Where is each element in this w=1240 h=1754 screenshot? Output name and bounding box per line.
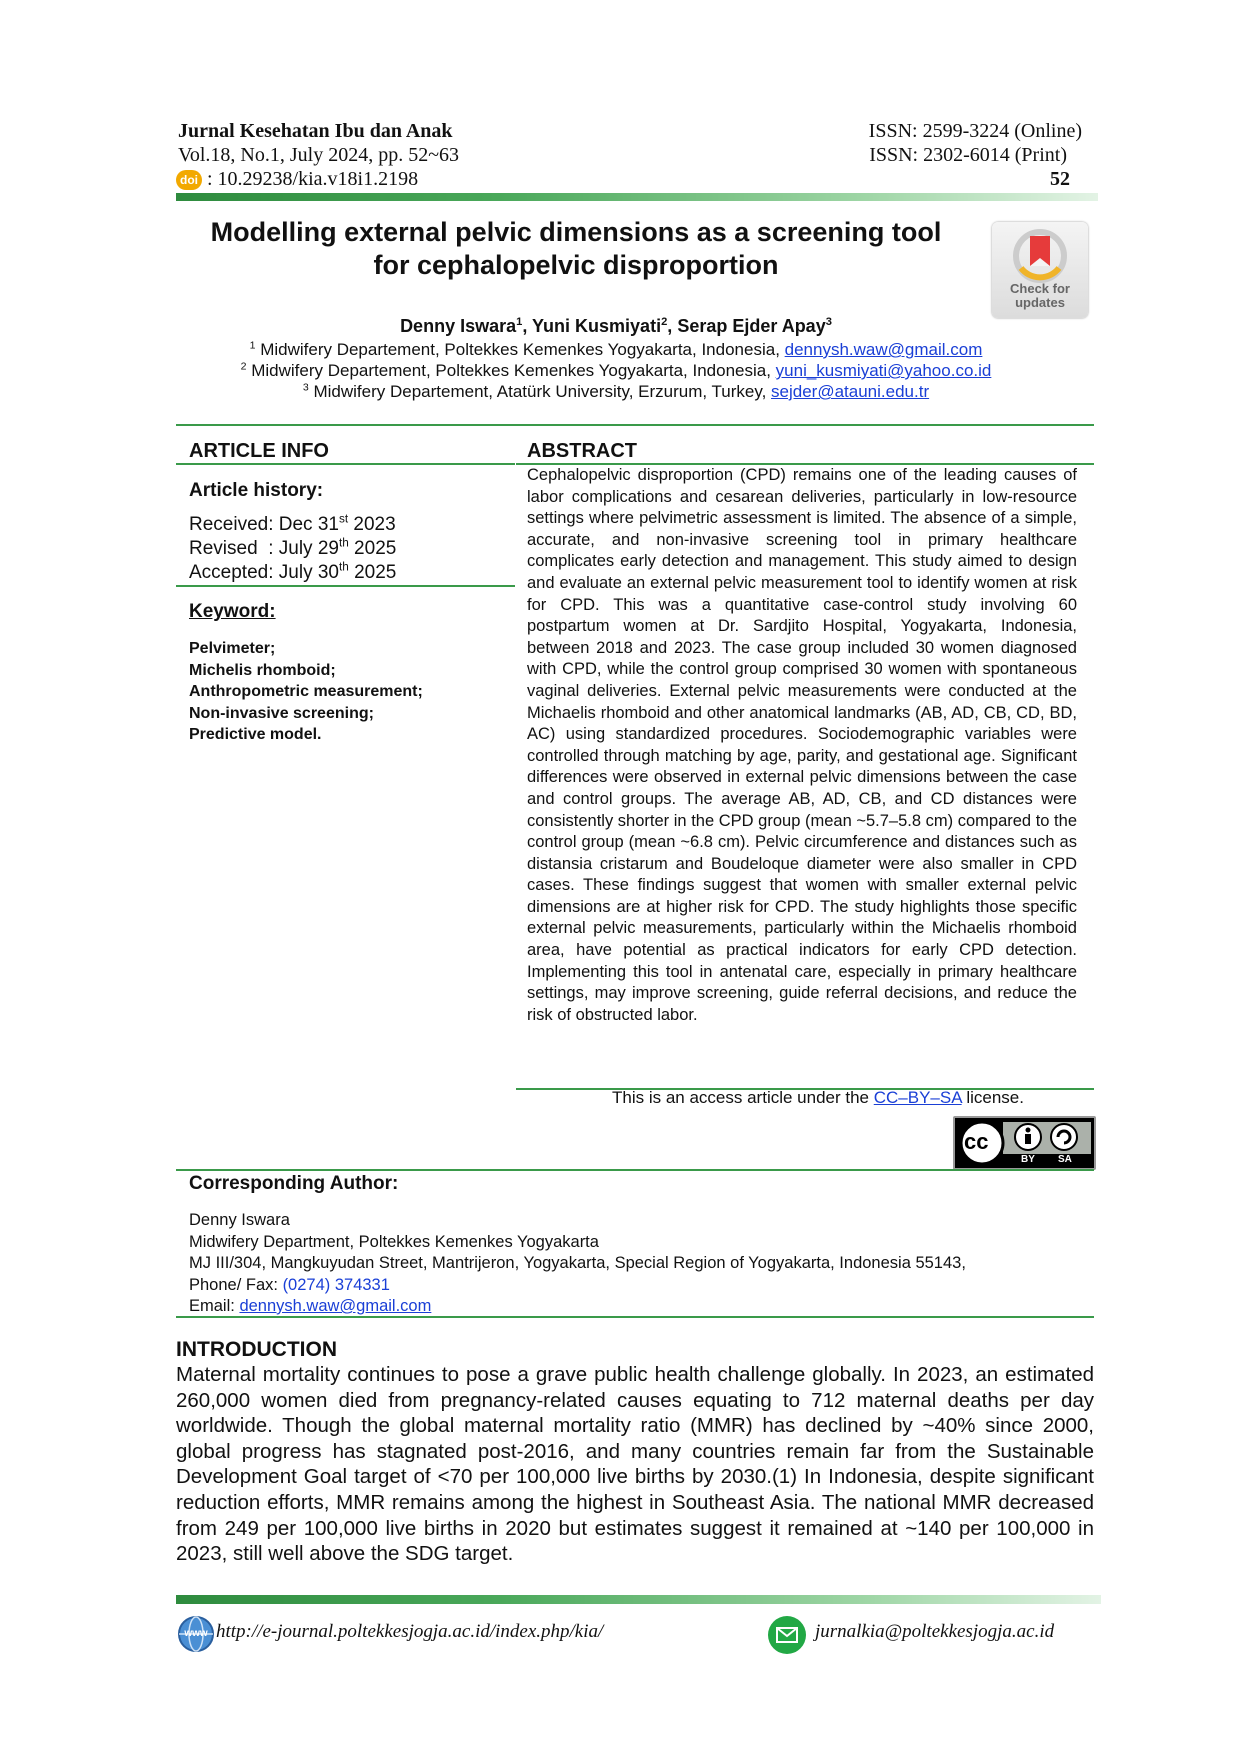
journal-url[interactable]: http://e-journal.poltekkesjogja.ac.id/in…: [216, 1621, 604, 1642]
keyword-heading: Keyword:: [189, 601, 276, 622]
affiliation-3: 3 Midwifery Departement, Atatürk Univers…: [302, 381, 930, 401]
doi-line: doi : 10.29238/kia.v18i1.2198: [176, 167, 418, 191]
doi-value: : 10.29238/kia.v18i1.2198: [207, 168, 419, 190]
keyword: Non-invasive screening;: [189, 704, 374, 722]
author: Denny Iswara: [400, 316, 517, 336]
affiliation-1: 1 Midwifery Departement, Poltekkes Kemen…: [249, 339, 983, 359]
abstract-bottom-rule: [516, 1088, 1094, 1090]
email-link[interactable]: dennysh.waw@gmail.com: [784, 340, 983, 359]
check-updates-line-1: Check for: [1010, 281, 1070, 296]
corresponding-phone: Phone/ Fax: (0274) 374331: [189, 1275, 390, 1294]
corresponding-heading: Corresponding Author:: [189, 1173, 399, 1194]
article-info-heading: ARTICLE INFO: [189, 440, 329, 462]
journal-volume: Vol.18, No.1, July 2024, pp. 52~63: [178, 144, 460, 166]
paper-title: Modelling external pelvic dimensions as …: [176, 216, 976, 282]
author: Serap Ejder Apay: [677, 316, 826, 336]
mail-icon: [768, 1616, 806, 1654]
title-line-1: Modelling external pelvic dimensions as …: [210, 217, 942, 247]
doi-icon: doi: [176, 170, 202, 191]
corresponding-email: Email: dennysh.waw@gmail.com: [189, 1297, 432, 1315]
corresponding-dept: Midwifery Department, Poltekkes Kemenkes…: [189, 1232, 599, 1251]
check-updates-line-2: updates: [1015, 295, 1065, 310]
journal-email[interactable]: jurnalkia@poltekkesjogja.ac.id: [815, 1621, 1055, 1642]
creative-commons-icon: [959, 1120, 1091, 1166]
accepted-date: Accepted: July 30th 2025: [189, 560, 397, 583]
author-list: Denny Iswara1, Yuni Kusmiyati2, Serap Ej…: [400, 316, 832, 336]
license-line: This is an access article under the CC–B…: [612, 1088, 1024, 1107]
received-date: Received: Dec 31st 2023: [189, 512, 396, 535]
www-label: www: [184, 1628, 208, 1639]
check-for-updates-badge[interactable]: Check for updates: [992, 222, 1088, 318]
footer-divider: [176, 1595, 1101, 1604]
bookmark-icon: [1013, 229, 1067, 283]
affiliation-2: 2 Midwifery Departement, Poltekkes Kemen…: [240, 360, 992, 380]
issn-print: ISSN: 2302-6014 (Print): [869, 144, 1067, 166]
license-link[interactable]: CC–BY–SA: [873, 1088, 962, 1107]
title-line-2: for cephalopelvic disproportion: [373, 250, 779, 280]
header-divider: [176, 193, 1098, 201]
corresponding-details: Denny Iswara Midwifery Department, Polte…: [189, 1210, 1089, 1318]
keyword: Michelis rhomboid;: [189, 661, 336, 679]
abstract-text: Cephalopelvic disproportion (CPD) remain…: [527, 466, 1077, 1024]
journal-name: Jurnal Kesehatan Ibu dan Anak: [178, 120, 453, 142]
info-rule: [176, 463, 515, 465]
keyword: Pelvimeter;: [189, 640, 276, 657]
issn-online: ISSN: 2599-3224 (Online): [868, 120, 1082, 142]
revised-date: Revised : July 29th 2025: [189, 536, 397, 559]
introduction-text: Maternal mortality continues to pose a g…: [176, 1363, 1094, 1566]
introduction-heading: INTRODUCTION: [176, 1338, 337, 1361]
history-heading: Article history:: [189, 480, 324, 501]
email-link[interactable]: dennysh.waw@gmail.com: [239, 1297, 432, 1315]
cc-label: cc: [964, 1129, 989, 1154]
page-number: 52: [1050, 168, 1070, 190]
by-label: BY: [1021, 1154, 1035, 1165]
abstract-rule: [516, 463, 1094, 465]
email-link[interactable]: sejder@atauni.edu.tr: [771, 382, 930, 401]
corresponding-address: MJ III/304, Mangkuyudan Street, Mantrije…: [189, 1254, 966, 1272]
abstract-heading: ABSTRACT: [527, 440, 637, 462]
corresponding-top-rule: [176, 1169, 1094, 1171]
history-rule: [176, 585, 515, 587]
globe-icon: www: [176, 1614, 216, 1654]
email-link[interactable]: yuni_kusmiyati@yahoo.co.id: [775, 361, 992, 380]
keyword: Predictive model.: [189, 726, 322, 743]
sa-label: SA: [1058, 1154, 1072, 1165]
author: Yuni Kusmiyati: [532, 316, 662, 336]
keyword-list: Pelvimeter; Michelis rhomboid; Anthropom…: [189, 638, 423, 746]
corresponding-name: Denny Iswara: [189, 1211, 290, 1229]
keyword: Anthropometric measurement;: [189, 683, 423, 700]
article-history: Received: Dec 31st 2023 Revised : July 2…: [189, 513, 396, 585]
affiliations: 1 Midwifery Departement, Poltekkes Kemen…: [176, 339, 1056, 402]
info-top-rule: [176, 424, 1094, 426]
corresponding-bottom-rule: [176, 1316, 1094, 1318]
cc-by-sa-badge[interactable]: cc BY SA: [953, 1116, 1096, 1170]
